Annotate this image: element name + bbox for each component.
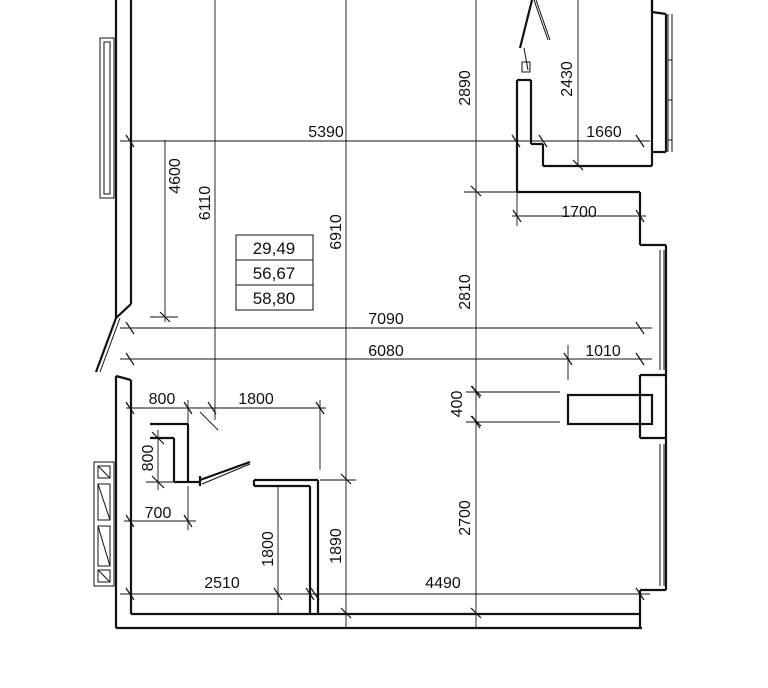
dim-800-bath: 800 bbox=[140, 445, 157, 472]
dim-1800-top: 1800 bbox=[238, 391, 274, 408]
dim-1660: 1660 bbox=[586, 124, 622, 141]
dim-6080: 6080 bbox=[368, 343, 404, 360]
dim-2430: 2430 bbox=[559, 61, 576, 97]
dim-2510: 2510 bbox=[204, 575, 240, 592]
right-wall-windows bbox=[638, 243, 668, 614]
dim-800-top: 800 bbox=[149, 391, 176, 408]
dim-2810: 2810 bbox=[457, 274, 474, 310]
dim-2700: 2700 bbox=[457, 500, 474, 536]
area-total-living: 56,67 bbox=[253, 264, 296, 283]
dim-7090: 7090 bbox=[368, 311, 404, 328]
dim-4600: 4600 bbox=[167, 158, 184, 194]
dim-6110: 6110 bbox=[197, 186, 214, 221]
dim-1010: 1010 bbox=[585, 343, 621, 360]
dim-1800-vert: 1800 bbox=[260, 531, 277, 567]
dim-1700: 1700 bbox=[561, 204, 597, 221]
dimension-lines bbox=[120, 0, 652, 628]
bathroom-walls bbox=[150, 422, 320, 614]
dim-400: 400 bbox=[449, 391, 466, 418]
left-wall-upper bbox=[99, 0, 133, 319]
area-total: 58,80 bbox=[253, 289, 296, 308]
dim-4490: 4490 bbox=[425, 575, 461, 592]
bottom-wall bbox=[116, 612, 642, 630]
area-table: 29,49 56,67 58,80 bbox=[235, 234, 314, 311]
entrance-door-leaf bbox=[94, 317, 121, 373]
balcony-door-leaf bbox=[518, 0, 551, 73]
dim-2890: 2890 bbox=[457, 70, 474, 106]
dim-6910: 6910 bbox=[328, 214, 345, 250]
dim-700: 700 bbox=[145, 505, 172, 522]
column-pier bbox=[566, 393, 654, 426]
area-living: 29,49 bbox=[253, 239, 296, 258]
left-wall-lower bbox=[93, 374, 133, 628]
dim-1890: 1890 bbox=[328, 528, 345, 564]
dim-5390: 5390 bbox=[308, 124, 344, 141]
upper-right-walls bbox=[515, 0, 673, 245]
